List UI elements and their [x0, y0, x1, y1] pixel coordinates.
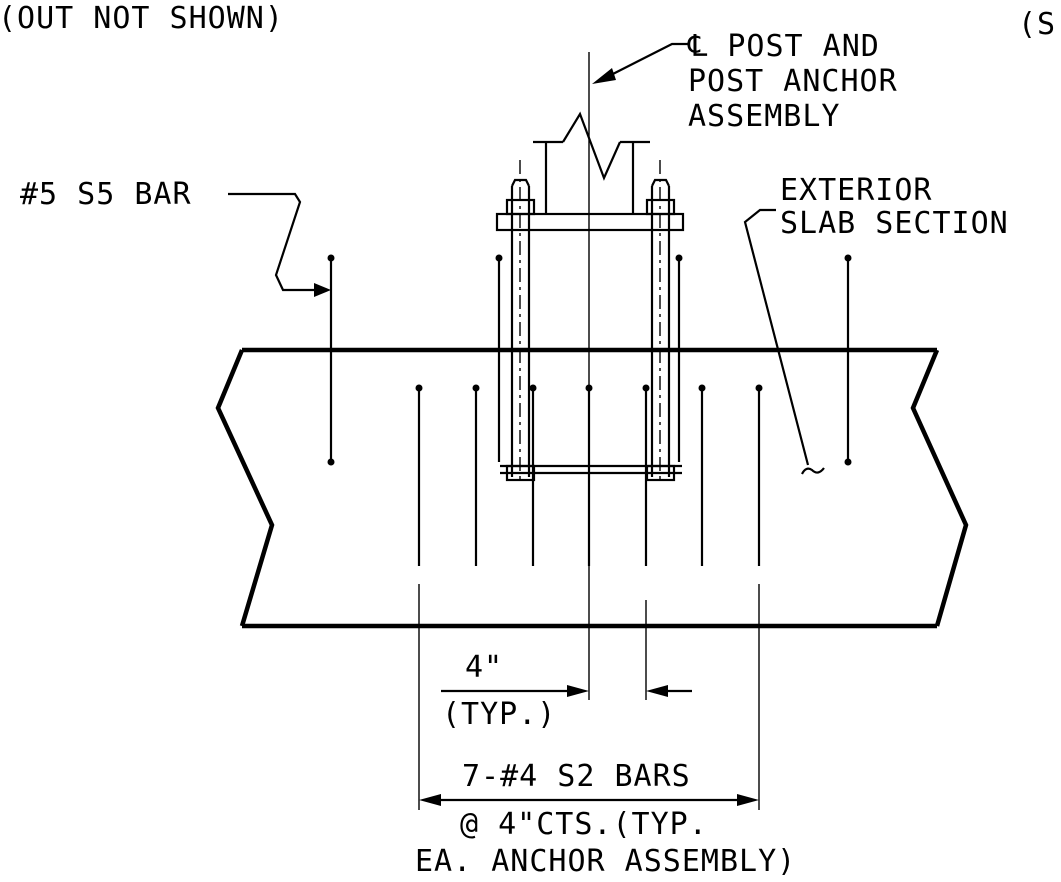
- leaders: [228, 42, 825, 475]
- exterior-label-1: EXTERIOR: [780, 173, 933, 208]
- dim-spacing-label: 4": [465, 650, 503, 685]
- s2-spacing-label: @ 4"CTS.(TYP.: [460, 807, 708, 842]
- dim-spacing-typ-label: (TYP.): [442, 697, 556, 732]
- s5-bars: [327, 254, 852, 466]
- post-centerline-label-1: ℄ POST AND: [687, 29, 880, 64]
- s2-bars-label: 7-#4 S2 BARS: [462, 759, 691, 794]
- post-anchor-assembly: [495, 52, 685, 700]
- post-centerline-label-3: ASSEMBLY: [688, 99, 841, 134]
- dimension-s2-bars: [418, 584, 760, 810]
- right-note: (S: [1018, 7, 1056, 42]
- s2-each-label: EA. ANCHOR ASSEMBLY): [415, 844, 796, 879]
- layout-note: (OUT NOT SHOWN): [0, 1, 284, 36]
- post-centerline-label-2: POST ANCHOR: [688, 64, 898, 99]
- s5-bar-label: #5 S5 BAR: [20, 177, 192, 212]
- exterior-label-2: SLAB SECTION: [780, 206, 1009, 241]
- dimension-4in: [441, 600, 692, 700]
